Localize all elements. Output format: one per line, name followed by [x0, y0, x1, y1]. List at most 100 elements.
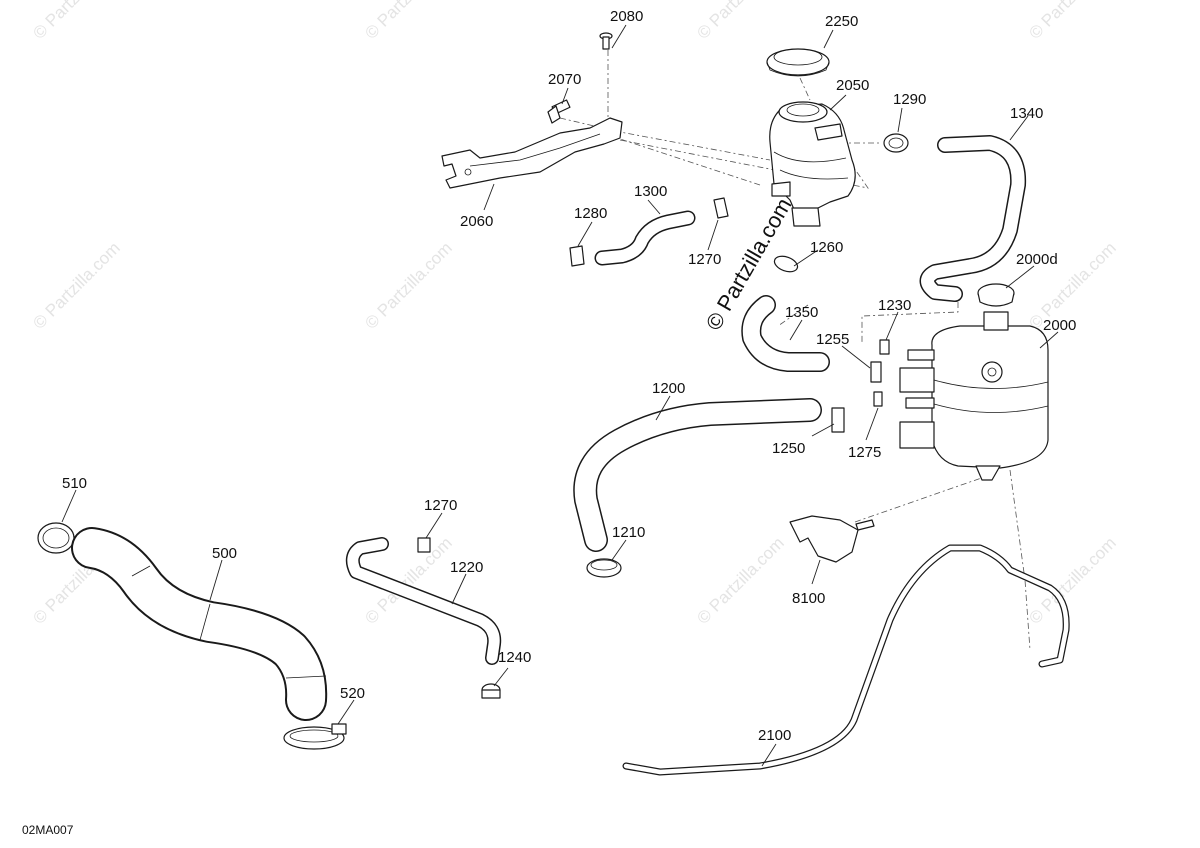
callout-1240: 1240 [498, 649, 531, 666]
part-520-clamp [283, 723, 347, 750]
callout-1300: 1300 [634, 183, 667, 200]
part-1250-fitting [831, 407, 845, 433]
assembly-line [861, 288, 959, 342]
part-2100-tube [622, 544, 1070, 776]
assembly-line [854, 474, 991, 523]
leader-line [1039, 331, 1059, 349]
leader-line [823, 29, 834, 49]
leader-line [789, 319, 803, 341]
part-500-hose [71, 527, 328, 721]
part-1350-hose [741, 295, 830, 372]
leader-line [897, 107, 903, 133]
watermark-layer: © Partzilla.com © Partzilla.com © Partzi… [29, 0, 1119, 628]
leader-line [1005, 265, 1035, 289]
leader-lines [61, 24, 1059, 767]
leader-line [829, 94, 847, 111]
callout-1350: 1350 [785, 304, 818, 321]
part-2070-bolt [547, 99, 571, 124]
leader-line [811, 559, 821, 585]
part-2000d-cap [977, 283, 1015, 307]
part-2050-housing [769, 101, 856, 227]
callout-2250: 2250 [825, 13, 858, 30]
assembly-line [777, 304, 809, 327]
leader-line [577, 221, 593, 247]
leader-line [793, 249, 819, 267]
assembly-line [799, 77, 811, 101]
callout-2080: 2080 [610, 8, 643, 25]
callout-1280: 1280 [574, 205, 607, 222]
part-2250-cap [766, 48, 830, 77]
callout-labels: 2080 2250 2070 2050 1290 1340 2060 1300 … [62, 8, 1076, 744]
watermark: © Partzilla.com [1025, 0, 1119, 43]
part-1230-fitting [879, 339, 890, 355]
callout-1270: 1270 [688, 251, 721, 268]
part-1200-hose [573, 398, 822, 552]
watermark: © Partzilla.com [361, 238, 455, 332]
callout-510: 510 [62, 475, 87, 492]
leader-line [707, 219, 719, 251]
part-1290-clamp [883, 133, 909, 153]
assembly-line [1009, 469, 1031, 651]
leader-line [761, 743, 777, 767]
leader-line [1009, 115, 1029, 141]
leader-line [611, 539, 627, 561]
leader-line [865, 407, 879, 441]
callout-1270-lower: 1270 [424, 497, 457, 514]
part-1340-hose [919, 135, 1027, 302]
assembly-line [607, 134, 761, 186]
part-1280-clamp [569, 245, 585, 267]
callout-2000: 2000 [1043, 317, 1076, 334]
small-fittings [831, 339, 890, 433]
watermark: © Partzilla.com [693, 0, 787, 43]
watermark: © Partzilla.com [693, 533, 787, 627]
callout-8100: 8100 [792, 590, 825, 607]
callout-1210: 1210 [612, 524, 645, 541]
callout-1230: 1230 [878, 297, 911, 314]
leader-line [493, 667, 509, 687]
callout-520: 520 [340, 685, 365, 702]
part-1220-hose [345, 537, 502, 665]
leader-line [451, 573, 467, 605]
leader-line [811, 423, 835, 437]
leader-line [885, 311, 899, 341]
leader-line [209, 559, 223, 601]
leader-line [61, 489, 77, 523]
watermark: © Partzilla.com [29, 238, 123, 332]
leader-line [841, 345, 871, 369]
watermark: © Partzilla.com [361, 0, 455, 43]
callout-2000d: 2000d [1016, 251, 1058, 268]
callout-1340: 1340 [1010, 105, 1043, 122]
callout-2050: 2050 [836, 77, 869, 94]
callout-1290: 1290 [893, 91, 926, 108]
part-1260-clamp [773, 255, 799, 273]
callout-500: 500 [212, 545, 237, 562]
callout-1260: 1260 [810, 239, 843, 256]
part-1270-clamp [713, 197, 729, 219]
leader-line [337, 699, 355, 725]
part-510-clamp [37, 522, 75, 554]
part-1270-clamp-lower [417, 537, 431, 553]
leader-line [483, 183, 495, 211]
callout-1200: 1200 [652, 380, 685, 397]
part-2000-reservoir [899, 311, 1049, 481]
part-2080-bolt [599, 32, 613, 50]
callout-1275: 1275 [848, 444, 881, 461]
callout-1255: 1255 [816, 331, 849, 348]
part-1300-hose [594, 210, 696, 266]
watermark: © Partzilla.com [29, 0, 123, 43]
part-1210-clamp [586, 558, 622, 578]
leader-line [647, 199, 661, 215]
leader-line [425, 512, 443, 539]
part-1255-fitting [870, 361, 882, 383]
callout-1250: 1250 [772, 440, 805, 457]
diagram-code: 02MA007 [22, 823, 74, 837]
assembly-line [619, 139, 869, 189]
callout-2060: 2060 [460, 213, 493, 230]
part-2060-bracket [441, 117, 623, 189]
callout-2100: 2100 [758, 727, 791, 744]
callout-2070: 2070 [548, 71, 581, 88]
leader-line [561, 87, 569, 105]
leader-line [655, 395, 671, 421]
leader-line [611, 24, 627, 49]
